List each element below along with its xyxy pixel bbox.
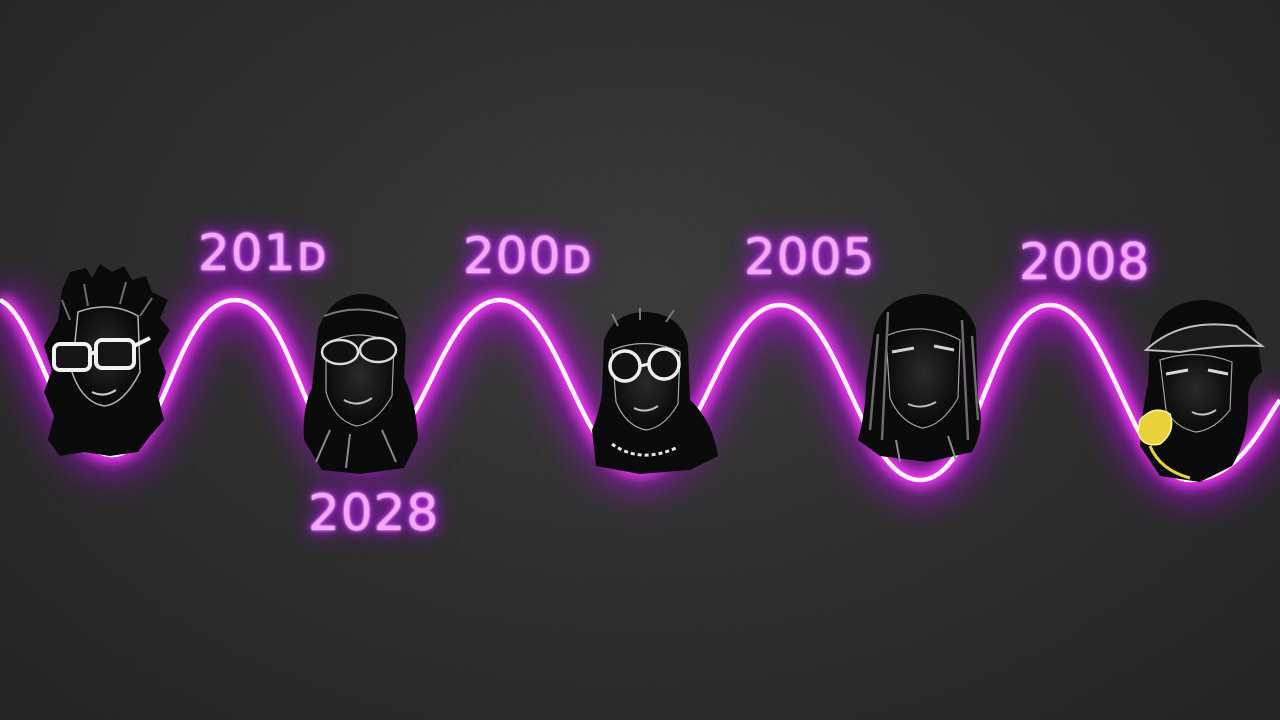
portrait-dark-glasses-hood-icon xyxy=(303,294,418,474)
year-label-4: 2005 xyxy=(744,228,876,286)
portrait-round-glasses-chain-icon xyxy=(592,308,718,474)
portrait-cap-yellow-mic-icon xyxy=(1137,300,1266,482)
portrait-braids-icon xyxy=(858,294,981,463)
portrait-white-glasses-dreads-icon xyxy=(44,264,170,456)
year-label-3: 200ᴅ xyxy=(463,227,593,285)
year-label-5: 2008 xyxy=(1019,233,1151,291)
year-label-2: 2028 xyxy=(308,484,440,542)
year-label-1: 201ᴅ xyxy=(198,224,328,282)
